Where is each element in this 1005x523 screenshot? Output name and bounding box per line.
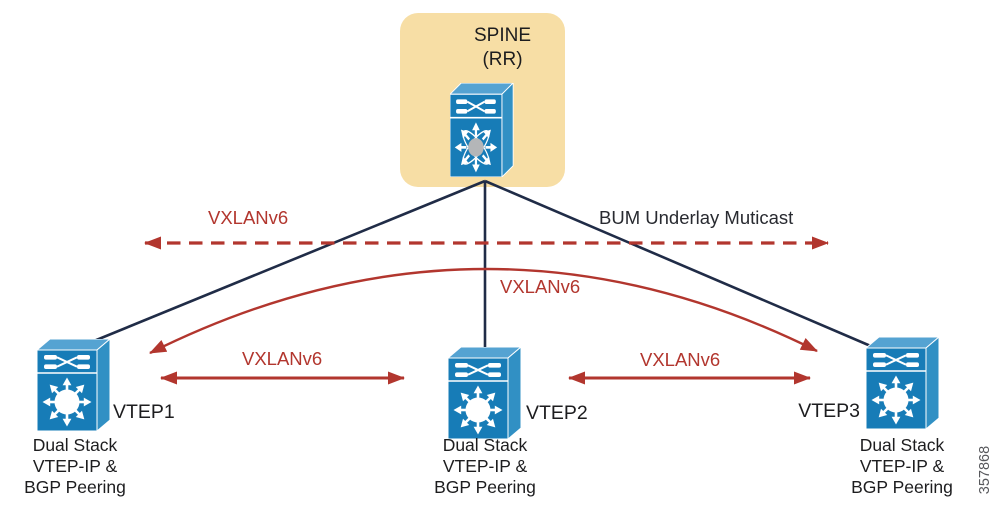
- vtep1-caption-line3: BGP Peering: [24, 477, 126, 497]
- vtep2-name-label: VTEP2: [526, 402, 588, 424]
- bum-underlay-multicast-label: BUM Underlay Muticast: [599, 207, 794, 228]
- vtep3-caption-line1: Dual Stack: [859, 435, 945, 455]
- underlay-link-spine-vtep3: [484, 179, 881, 352]
- vtep2-switch-icon: [448, 347, 522, 439]
- vtep3-name-label: VTEP3: [798, 400, 860, 422]
- vtep1-switch-icon: [37, 339, 111, 431]
- vtep3-caption-line3: BGP Peering: [851, 477, 953, 497]
- vtep3-caption-line2: VTEP-IP &: [859, 456, 945, 476]
- figure-id-label: 357868: [977, 445, 993, 495]
- vtep3-switch-icon: [866, 337, 940, 429]
- spine-label-line2: (RR): [482, 49, 523, 70]
- vxlan-arc-vtep1-vtep3: [149, 267, 818, 355]
- vxlan-vtep2-vtep3-label: VXLANv6: [640, 349, 721, 370]
- vtep2-caption-line2: VTEP-IP &: [442, 456, 528, 476]
- vtep2-caption: Dual Stack VTEP-IP & BGP Peering: [405, 435, 565, 498]
- vtep1-caption-line1: Dual Stack: [32, 435, 118, 455]
- spine-switch-icon: [450, 83, 514, 177]
- underlay-link-spine-vtep1: [66, 179, 486, 354]
- vxlan-arc-label: VXLANv6: [500, 276, 581, 297]
- vtep2-caption-line3: BGP Peering: [434, 477, 536, 497]
- vtep1-name-label: VTEP1: [113, 401, 175, 423]
- spine-label-line1: SPINE: [473, 25, 532, 46]
- vtep3-caption: Dual Stack VTEP-IP & BGP Peering: [822, 435, 982, 498]
- vtep2-caption-line1: Dual Stack: [442, 435, 528, 455]
- vtep1-caption-line2: VTEP-IP &: [32, 456, 118, 476]
- vtep1-caption: Dual Stack VTEP-IP & BGP Peering: [0, 435, 155, 498]
- spine-node-label: SPINE (RR): [0, 24, 1005, 72]
- vxlan-vtep1-vtep2-label: VXLANv6: [242, 348, 323, 369]
- vxlan-dashed-left-label: VXLANv6: [208, 207, 289, 228]
